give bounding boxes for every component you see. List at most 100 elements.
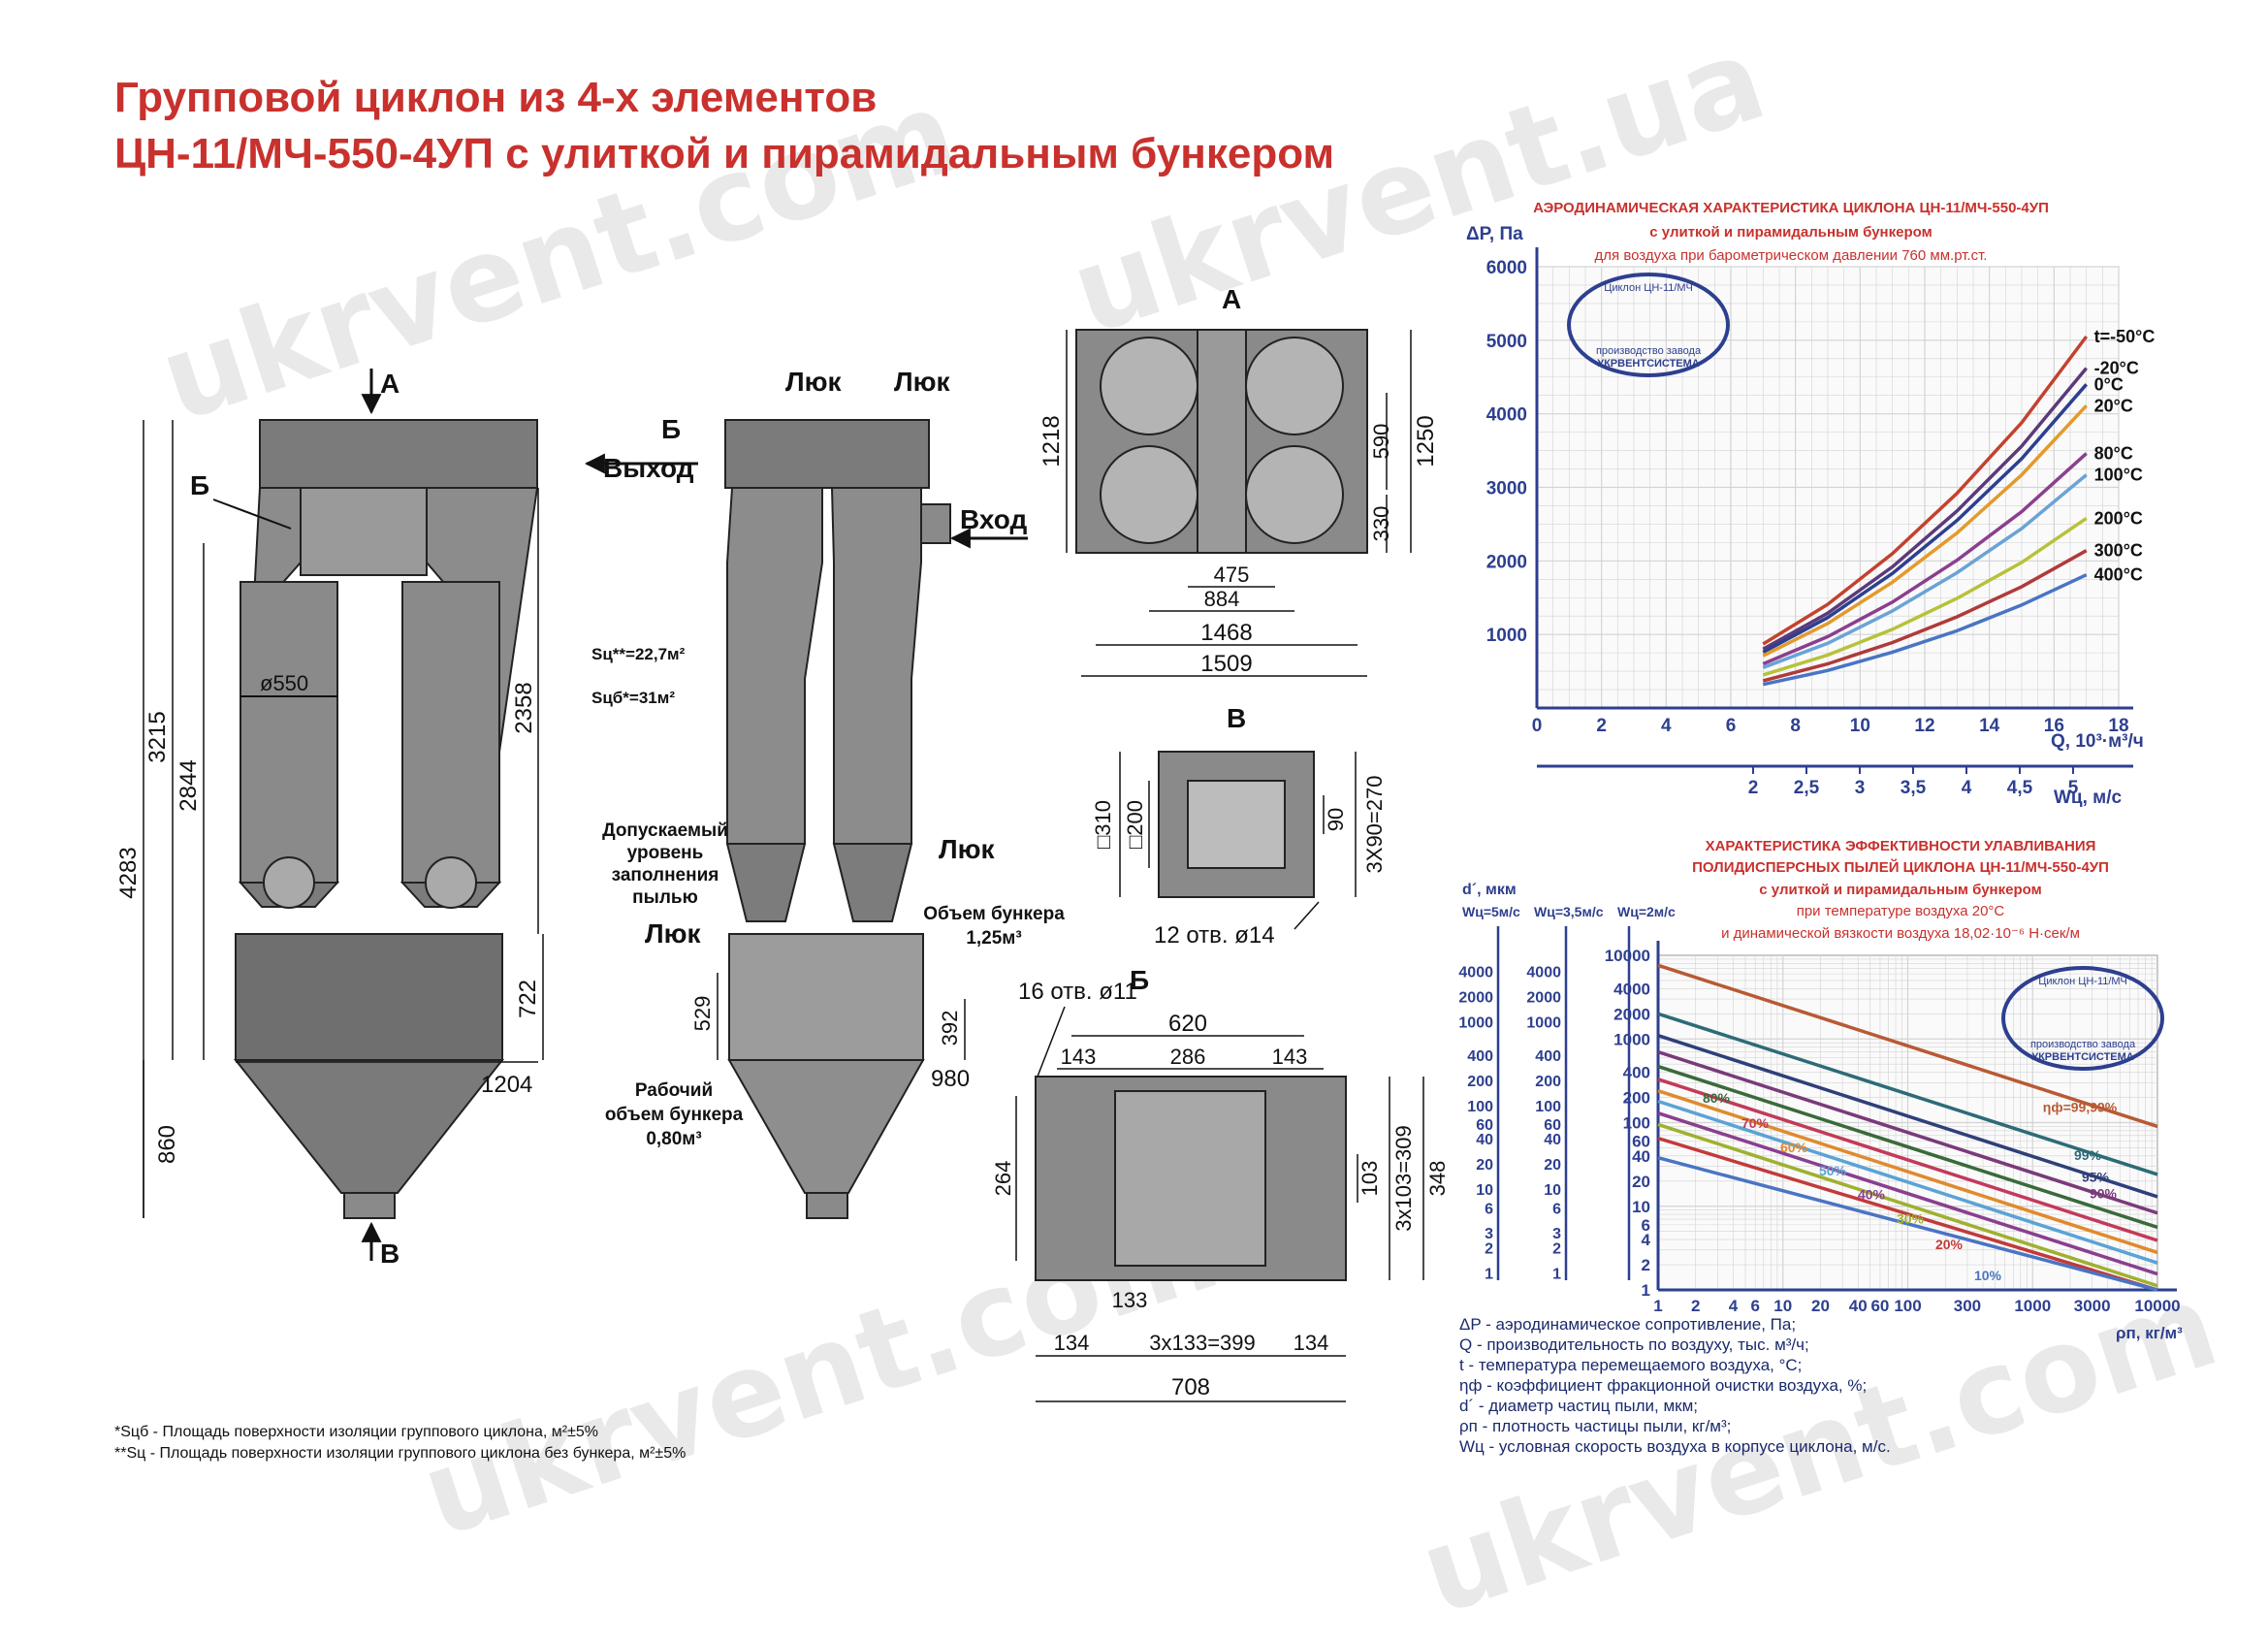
chart1-x2label: Wц, м/с: [2054, 788, 2123, 808]
chart1-ytick: 3000: [1486, 479, 1527, 499]
chart2-ytick-outer: 2000: [1526, 990, 1561, 1007]
chart2-ytick-outer: 3: [1485, 1226, 1493, 1242]
legend-item: Q - производительность по воздуху, тыс. …: [1459, 1335, 1809, 1354]
chart2-xtick: 2: [1691, 1297, 1700, 1315]
svg-text:Рабочий: Рабочий: [635, 1080, 713, 1101]
front-view: А Б В ø550 4283 3215 2844 860 2358 722 1…: [115, 369, 544, 1269]
chart2-ytick: 10: [1632, 1198, 1650, 1216]
chart1-ytick: 2000: [1486, 552, 1527, 572]
chart1-series-line: [1762, 452, 2088, 666]
chart2-series-label: 50%: [1819, 1163, 1847, 1178]
chart2-ytick: 200: [1623, 1089, 1650, 1108]
efficiency-chart: ХАРАКТЕРИСТИКА ЭФФЕКТИВНОСТИ УЛАВЛИВАНИЯ…: [1458, 838, 2183, 1342]
svg-text:Циклон ЦН-11/МЧ: Циклон ЦН-11/МЧ: [1604, 282, 1693, 294]
chart1-xtick: 14: [1979, 716, 2000, 736]
svg-text:УКРВЕНТСИСТЕМА: УКРВЕНТСИСТЕМА: [1597, 358, 1700, 370]
label-v: В: [380, 1239, 399, 1269]
dim-1468: 1468: [1200, 620, 1252, 646]
footnote-2: **Sц - Площадь поверхности изоляции груп…: [114, 1445, 687, 1462]
chart1-x2tick: 2: [1748, 778, 1759, 798]
inlet-label: Вход: [960, 504, 1027, 534]
dim-590: 590: [1369, 424, 1393, 460]
chart2-ytick-outer: 10: [1476, 1182, 1493, 1199]
hopper-volume-label: Объем бункера 1,25м³: [923, 904, 1065, 949]
chart2-ylabel: d´, мкм: [1462, 882, 1517, 898]
view-b: Б 16 отв. ø11 620 143 286 143 264 103 3х…: [991, 965, 1450, 1402]
chart2-ytick: 4000: [1613, 980, 1650, 998]
chart2-xtick: 300: [1954, 1297, 1981, 1315]
chart2-series-line: [1657, 1034, 2158, 1199]
chart2-series-line: [1657, 1122, 2158, 1288]
chart2-title: ХАРАКТЕРИСТИКА ЭФФЕКТИВНОСТИ УЛАВЛИВАНИЯ: [1706, 838, 2096, 854]
chart2-ytick-outer: 100: [1535, 1099, 1561, 1115]
chart1-x2tick: 2,5: [1794, 778, 1820, 798]
chart2-ytick: 60: [1632, 1133, 1650, 1151]
chart2-ytick: 4: [1642, 1231, 1651, 1249]
s-cb-label: Sцб*=31м²: [591, 689, 675, 707]
chart1-ytick: 5000: [1486, 332, 1527, 352]
chart2-xtick: 4: [1729, 1297, 1739, 1315]
chart1-series-line: [1762, 404, 2088, 658]
chart1-series-line: [1762, 573, 2088, 687]
chart2-ytick-outer: 40: [1476, 1132, 1493, 1148]
chart1-series-line: [1762, 383, 2089, 654]
chart2-subtitle2: с улиткой и пирамидальным бункером: [1759, 882, 2041, 898]
legend-item: ηф - коэффициент фракционной очистки воз…: [1459, 1376, 1868, 1395]
dim-286: 286: [1170, 1045, 1206, 1069]
chart2-xtick: 6: [1750, 1297, 1759, 1315]
view-a-label: А: [1222, 284, 1241, 314]
view-v: В □310 □200 90 3Х90=270 12 отв. ø14: [1091, 703, 1387, 949]
view-b-label: Б: [1130, 965, 1149, 995]
legend: ΔP - аэродинамическое сопротивление, Па;…: [1459, 1314, 1891, 1457]
dim-708: 708: [1171, 1374, 1210, 1400]
chart1-ylabel: ΔP, Па: [1466, 224, 1523, 244]
side-view: Люк Люк Б Выход Вход Sц**=22,7м² Sцб*=31…: [584, 367, 1065, 1219]
chart2-ytick: 20: [1632, 1173, 1650, 1191]
svg-text:Циклон ЦН-11/МЧ: Циклон ЦН-11/МЧ: [2038, 976, 2127, 987]
chart2-series-label: 60%: [1780, 1140, 1808, 1155]
chart2-series-label: 90%: [2090, 1186, 2118, 1202]
dim-90: 90: [1324, 808, 1348, 831]
title-line-1: Групповой циклон из 4-х элементов: [114, 74, 878, 121]
s-c-label: Sц**=22,7м²: [591, 645, 686, 663]
chart1-series-label: 100°C: [2094, 466, 2143, 485]
dim-sq200: □200: [1123, 800, 1147, 849]
chart1-xtick: 2: [1596, 716, 1607, 736]
chart1-series-line: [1762, 473, 2088, 669]
chart1-ytick: 1000: [1486, 626, 1527, 646]
chart2-ytick-outer: 200: [1535, 1074, 1561, 1090]
drawing-canvas: А Б В ø550 4283 3215 2844 860 2358 722 1…: [115, 200, 2183, 1402]
svg-text:Допускаемый: Допускаемый: [602, 820, 728, 841]
hatch-label-2: Люк: [894, 367, 951, 397]
aerodynamic-chart: АЭРОДИНАМИЧЕСКАЯ ХАРАКТЕРИСТИКА ЦИКЛОНА …: [1466, 200, 2155, 808]
dim-392: 392: [938, 1011, 962, 1046]
chart2-ytick: 2: [1642, 1256, 1650, 1274]
chart2-series-label: 80%: [1703, 1090, 1731, 1106]
chart1-subtitle2: для воздуха при барометрическом давлении…: [1595, 247, 1988, 264]
chart2-series-line: [1657, 1111, 2158, 1276]
hatch-label-3: Люк: [939, 834, 996, 864]
hatch-label-1: Люк: [785, 367, 843, 397]
chart2-xtick: 3000: [2074, 1297, 2111, 1315]
dim-3x133: 3х133=399: [1149, 1331, 1256, 1355]
footnote-1: *Sцб - Площадь поверхности изоляции груп…: [114, 1424, 598, 1440]
dim-884: 884: [1204, 587, 1240, 611]
dim-cone: 2844: [176, 759, 202, 811]
chart2-series-label: ηф=99,99%: [2043, 1099, 2118, 1114]
label-b: Б: [190, 470, 209, 500]
chart2-ytick: 2000: [1613, 1005, 1650, 1023]
chart2-series-line: [1657, 1078, 2158, 1242]
chart2-series-label: 30%: [1897, 1210, 1925, 1226]
chart1-series-label: -20°C: [2094, 359, 2139, 378]
dim-348: 348: [1425, 1161, 1450, 1197]
svg-text:уровень: уровень: [627, 843, 704, 863]
chart2-series-line: [1657, 1012, 2158, 1176]
chart1-xtick: 6: [1726, 716, 1737, 736]
chart2-series-line: [1657, 963, 2158, 1129]
chart2-ytick-outer: 100: [1467, 1099, 1493, 1115]
chart1-ytick: 4000: [1486, 405, 1527, 426]
hatch-label-4: Люк: [645, 918, 702, 949]
chart2-ytick-outer: 10: [1544, 1182, 1561, 1199]
chart2-ytick-outer: 400: [1535, 1048, 1561, 1065]
dim-143-b: 143: [1272, 1045, 1308, 1069]
